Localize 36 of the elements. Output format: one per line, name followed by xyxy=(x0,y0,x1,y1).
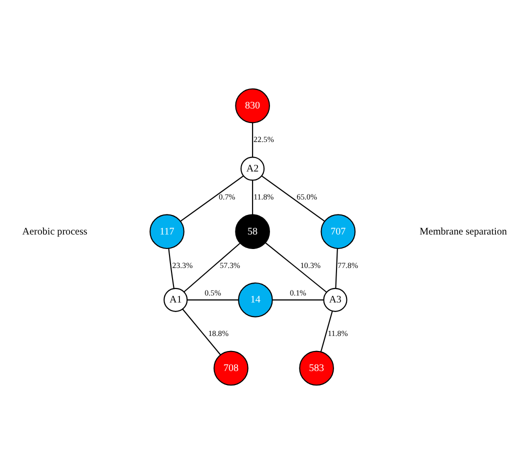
connector xyxy=(184,242,240,292)
node-circle: A2 xyxy=(240,156,265,181)
edge-label: 10.3% xyxy=(300,260,321,270)
node-circle: 707 xyxy=(320,214,356,250)
label: Aerobic process xyxy=(22,226,88,238)
connector xyxy=(252,122,254,158)
connector xyxy=(265,242,327,293)
edge-label: 77.8% xyxy=(338,260,358,270)
edge-label: 11.8% xyxy=(254,192,274,202)
connector xyxy=(252,180,254,215)
edge-label: 11.8% xyxy=(328,329,348,338)
connector xyxy=(261,176,325,222)
node-circle: 830 xyxy=(235,88,270,124)
edge-label: 0.5% xyxy=(204,288,222,298)
connector xyxy=(168,248,174,288)
edge-label: 0.7% xyxy=(218,192,236,202)
edge-label: 57.3% xyxy=(220,260,240,270)
connector xyxy=(182,308,221,356)
node-circle: 708 xyxy=(214,350,248,386)
edge-label: 65.0% xyxy=(296,192,318,202)
connector xyxy=(187,299,238,300)
connector xyxy=(320,310,333,352)
node-circle: 14 xyxy=(238,282,273,318)
node-circle: 117 xyxy=(150,214,184,250)
node-circle: A3 xyxy=(323,288,348,312)
edge-label: 0.1% xyxy=(290,288,306,298)
connector xyxy=(180,176,244,222)
connector xyxy=(272,299,324,300)
edge-label: 23.3% xyxy=(172,260,193,270)
edge-label: 18.8% xyxy=(208,329,229,338)
edge-label: 22.5% xyxy=(254,134,274,144)
node-circle: 58 xyxy=(235,214,270,250)
node-circle: 583 xyxy=(299,350,334,386)
node-circle: A1 xyxy=(164,288,188,312)
connector xyxy=(335,248,338,288)
label: Membrane separation xyxy=(420,226,507,238)
